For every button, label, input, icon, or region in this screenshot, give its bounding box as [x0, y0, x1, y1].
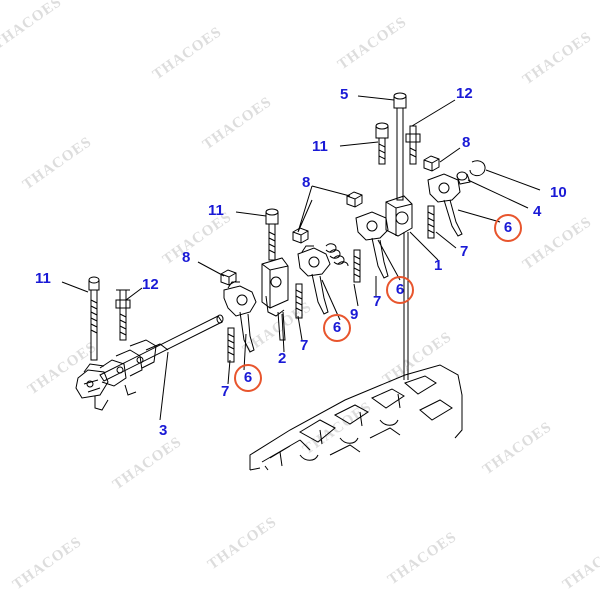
callout-6: 6: [332, 319, 342, 336]
callout-6: 6: [395, 281, 405, 298]
spring: [325, 243, 349, 267]
callout-6-highlighted: 6: [234, 364, 262, 392]
callout-7: 7: [460, 243, 469, 260]
callout-6: 6: [503, 219, 513, 236]
callout-5: 5: [340, 86, 349, 103]
nut: [346, 191, 363, 208]
callout-6-highlighted: 6: [323, 314, 351, 342]
callout-7: 7: [221, 383, 230, 400]
rocker-arm: [427, 173, 463, 237]
stud-left: [115, 289, 131, 341]
callout-6: 6: [243, 369, 253, 386]
nut: [220, 269, 237, 286]
rocker-bracket: [385, 92, 413, 380]
callout-7: 7: [373, 293, 382, 310]
callout-11: 11: [312, 138, 328, 155]
callout-6-highlighted: 6: [494, 214, 522, 242]
callout-7: 7: [300, 337, 309, 354]
rocker-bracket: [261, 208, 289, 341]
rocker-shaft-assembly: [75, 314, 224, 411]
stud: [405, 125, 421, 165]
bolt: [375, 122, 389, 165]
callout-1: 1: [434, 257, 443, 274]
callout-8: 8: [302, 174, 311, 191]
adjusting-screw: [227, 327, 235, 363]
callout-9: 9: [350, 306, 359, 323]
callout-10: 10: [550, 184, 567, 201]
adjusting-screw: [295, 283, 303, 319]
rocker-arm: [355, 211, 389, 279]
plug: [456, 171, 471, 185]
callout-6-highlighted: 6: [386, 276, 414, 304]
rocker-arm: [223, 281, 257, 353]
callout-11: 11: [35, 270, 51, 287]
adjusting-screw: [353, 249, 361, 283]
callout-8: 8: [182, 249, 191, 266]
adjusting-screw: [427, 205, 435, 239]
callout-8: 8: [462, 134, 471, 151]
callout-11: 11: [208, 202, 224, 219]
leader-lines: [61, 95, 541, 421]
nut: [292, 227, 309, 244]
snap-ring: [469, 160, 486, 177]
callout-4: 4: [533, 203, 542, 220]
bolt-left: [88, 276, 100, 361]
nut: [423, 155, 440, 172]
callout-3: 3: [159, 422, 168, 439]
callout-12: 12: [142, 276, 159, 293]
rocker-arm: [297, 245, 331, 315]
cylinder-head: [249, 364, 463, 471]
callout-12: 12: [456, 85, 473, 102]
callout-2: 2: [278, 350, 287, 367]
